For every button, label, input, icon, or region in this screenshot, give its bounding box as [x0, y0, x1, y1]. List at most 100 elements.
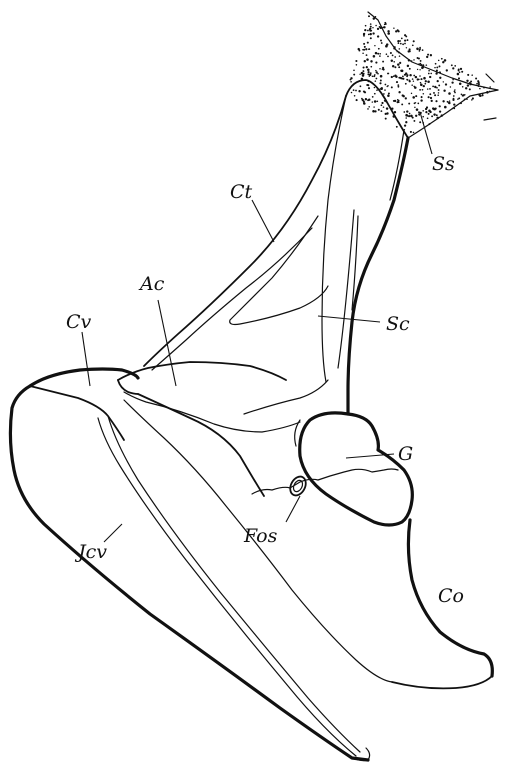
stipple-dot [394, 100, 396, 102]
stipple-dot [382, 61, 384, 63]
stipple-dot [397, 86, 399, 88]
stipple-dot [411, 60, 412, 61]
stipple-dot [373, 17, 375, 19]
label-jcv: Jcv [74, 541, 107, 563]
stipple-dot [434, 107, 436, 109]
stipple-dot [423, 85, 425, 87]
coracoid-fracture-line [252, 469, 398, 494]
stipple-dot [375, 25, 377, 27]
stipple-dot [453, 103, 455, 105]
stipple-dot [412, 78, 414, 80]
stipple-dot [386, 53, 388, 55]
label-fos: Fos [243, 525, 278, 547]
scapula-inner-line-1 [322, 96, 346, 382]
stipple-dot [368, 71, 370, 73]
stipple-dot [373, 110, 375, 112]
stipple-dot [382, 68, 384, 70]
stipple-dot [366, 54, 368, 56]
stipple-dot [369, 73, 372, 76]
stipple-dot [420, 99, 422, 101]
stipple-dot [431, 100, 433, 102]
stipple-dot [453, 98, 455, 100]
stipple-dot [457, 73, 460, 76]
stipple-dot [462, 86, 464, 88]
stipple-dot [427, 80, 430, 83]
stipple-dot [422, 67, 424, 69]
stipple-dot [362, 74, 365, 77]
stipple-dot [467, 74, 469, 76]
stipple-dot [424, 83, 426, 85]
stipple-dot [372, 27, 373, 28]
stipple-dot [364, 46, 366, 48]
stipple-dot [458, 70, 460, 72]
stipple-dot [422, 64, 424, 66]
stipple-dot [400, 77, 402, 79]
stipple-dot [398, 66, 400, 68]
stipple-dot [413, 80, 414, 81]
stipple-dot [470, 81, 472, 83]
stipple-dot [416, 108, 419, 111]
stipple-dot [409, 68, 411, 70]
stipple-dot [374, 93, 376, 95]
stipple-dot [386, 112, 388, 114]
stipple-dot [469, 83, 472, 86]
stipple-dot [350, 77, 352, 79]
leader-ss [420, 112, 432, 154]
stipple-dot [427, 54, 429, 56]
stipple-dot [356, 64, 358, 66]
stipple-dot [418, 113, 420, 115]
stipple-dot [367, 30, 369, 32]
leader-jcv [104, 524, 122, 542]
stipple-dot [397, 101, 399, 103]
stipple-dot [370, 23, 372, 25]
stipple-dot [374, 87, 375, 88]
stipple-dot [439, 77, 441, 79]
stipple-dot [419, 69, 420, 70]
stipple-dot [408, 60, 410, 62]
stipple-dot [467, 84, 469, 86]
acromion-outline [118, 362, 286, 380]
label-g: G [398, 443, 413, 465]
stipple-dot [373, 55, 376, 58]
stipple-dot [435, 63, 437, 65]
stipple-dot [369, 33, 371, 35]
cleithrum [144, 96, 346, 370]
stipple-dot [375, 52, 378, 55]
stipple-dot [411, 93, 412, 94]
stipple-dot [353, 74, 355, 76]
scapula-posterior-margin [348, 138, 408, 414]
edge-tick-1 [486, 74, 494, 82]
stipple-dot [372, 96, 374, 98]
stipple-dot [398, 91, 400, 93]
stipple-dot [368, 34, 370, 36]
stipple-dot [407, 65, 409, 67]
stipple-dot [412, 96, 415, 99]
acromion-inner-line [244, 380, 328, 414]
stipple-dot [461, 94, 463, 96]
stipple-dot [410, 131, 412, 133]
stipple-dot [420, 82, 422, 84]
stipple-dot [379, 53, 381, 55]
stipple-dot [471, 99, 473, 101]
stipple-dot [379, 55, 381, 57]
stipple-dot [393, 75, 395, 77]
stipple-dot [426, 64, 428, 66]
stipple-dot [459, 83, 462, 86]
stipple-dot [401, 103, 403, 105]
stipple-dot [408, 115, 410, 117]
stipple-dot [409, 79, 411, 81]
stipple-dot [388, 92, 390, 94]
stipple-dot [451, 64, 453, 66]
stipple-dot [351, 92, 353, 94]
stipple-dot [368, 15, 370, 17]
stipple-dot [419, 121, 421, 123]
stipple-dot [362, 53, 364, 55]
stipple-dot [458, 77, 460, 79]
label-ss: Ss [432, 153, 455, 175]
stipple-dot [454, 65, 456, 67]
stipple-dot [381, 102, 383, 104]
stipple-dot [430, 97, 432, 99]
stipple-dot [367, 42, 369, 44]
stipple-dot [375, 16, 376, 17]
stipple-dot [363, 43, 365, 45]
